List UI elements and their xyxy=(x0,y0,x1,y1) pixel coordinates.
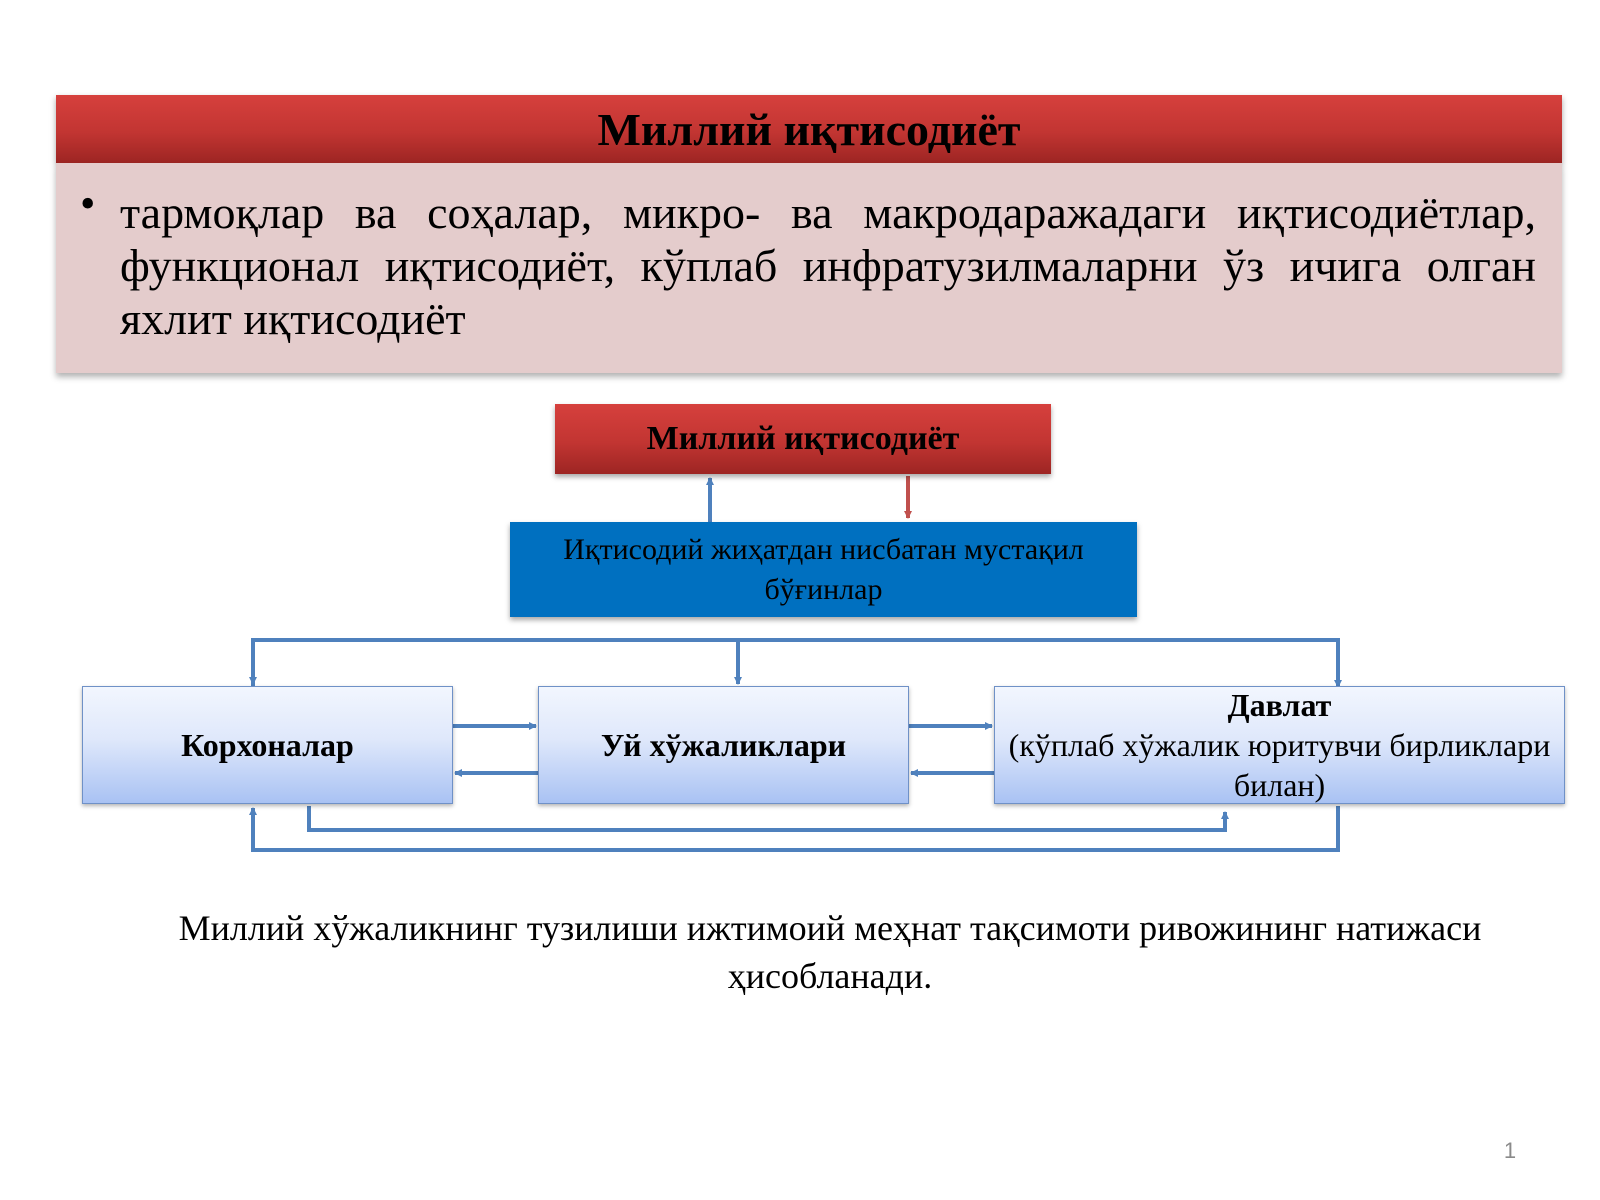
page-number: 1 xyxy=(1503,1138,1517,1163)
definition-text: тармоқлар ва соҳалар, микро- ва макродар… xyxy=(120,187,1536,344)
enterprises-label: Корхоналар xyxy=(181,727,354,763)
top-bus-line xyxy=(251,638,1342,688)
bullet-icon: • xyxy=(80,179,96,228)
definition-title: Миллий иқтисодиёт xyxy=(56,95,1562,163)
enterprises-box: Корхоналар xyxy=(82,686,453,804)
bottom-loop-outer xyxy=(249,806,1340,852)
households-box: Уй хўжаликлари xyxy=(538,686,909,804)
state-title: Давлат xyxy=(1227,687,1332,723)
caption-text: Миллий хўжаликнинг тузилиши ижтимоий меҳ… xyxy=(178,908,1482,996)
independent-units-box: Иқтисодий жиҳатдан нисбатан мустақил бўғ… xyxy=(510,522,1137,617)
state-subtitle: (кўплаб хўжалик юритувчи бирликлари била… xyxy=(1008,727,1551,803)
definition-body xyxy=(56,163,1562,373)
bottom-loop-inner xyxy=(307,806,1229,832)
state-box: Давлат (кўплаб хўжалик юритувчи бирликла… xyxy=(994,686,1565,804)
national-economy-box: Миллий иқтисодиёт xyxy=(555,404,1051,474)
households-label: Уй хўжаликлари xyxy=(600,727,847,763)
